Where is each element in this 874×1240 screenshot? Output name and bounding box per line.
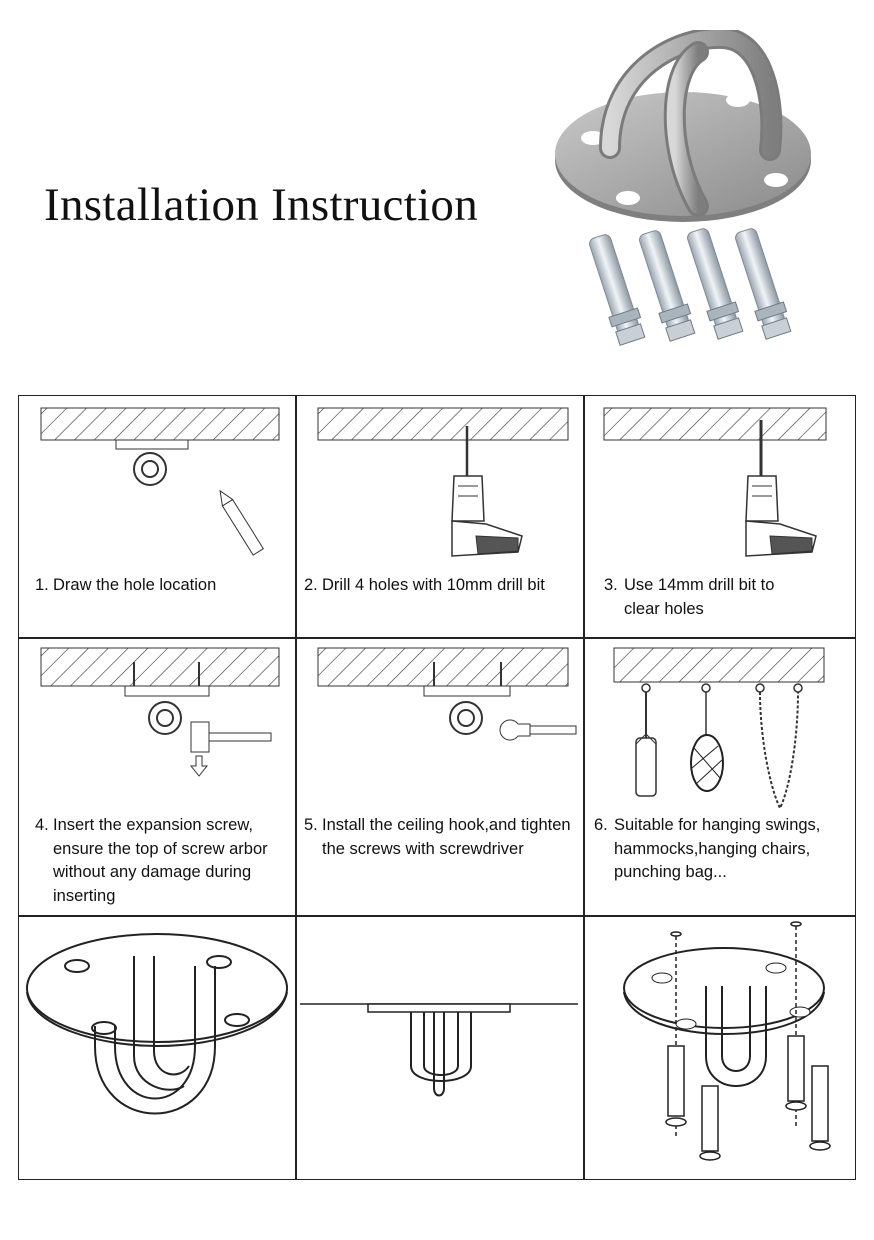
hammer-icon (40, 647, 280, 777)
instruction-grid: 1. Draw the hole location 2. Drill 4 hol… (18, 395, 856, 1180)
mount-plate-exploded-diagram (623, 921, 831, 1161)
step-2-cell: 2. Drill 4 holes with 10mm drill bit (296, 396, 583, 637)
step-3-caption: 3. Use 14mm drill bit to clear holes (604, 576, 775, 618)
mount-plate-side-diagram (300, 1003, 578, 1097)
step-4-cell: 4. Insert the expansion screw, ensure th… (19, 638, 295, 915)
mount-plate-side-view-cell (296, 916, 583, 1179)
page-title: Installation Instruction (44, 179, 479, 231)
step-2-caption: 2. Drill 4 holes with 10mm drill bit (304, 576, 545, 594)
step-4-caption: 4. Insert the expansion screw, ensure th… (35, 816, 268, 905)
step-5-cell: 5. Install the ceiling hook,and tighten … (296, 638, 583, 915)
wrench-icon (317, 647, 577, 741)
drill-icon (603, 407, 827, 557)
step-6-caption: 6. Suitable for hanging swings, hammocks… (594, 816, 821, 881)
step-1-caption: 1. Draw the hole location (35, 576, 217, 594)
hanging-items-icon (613, 647, 825, 811)
pencil-mark-icon (40, 407, 280, 556)
drill-icon (317, 407, 569, 557)
step-5-caption: 5. Install the ceiling hook,and tighten … (304, 816, 571, 858)
step-1-cell: 1. Draw the hole location (19, 396, 295, 637)
mount-plate-perspective-cell (19, 916, 295, 1179)
mount-plate-diagram (26, 933, 288, 1115)
step-6-cell: 6. Suitable for hanging swings, hammocks… (584, 638, 855, 915)
step-3-cell: 3. Use 14mm drill bit to clear holes (584, 396, 855, 637)
mount-plate-exploded-cell (584, 916, 855, 1179)
product-image (555, 30, 811, 346)
